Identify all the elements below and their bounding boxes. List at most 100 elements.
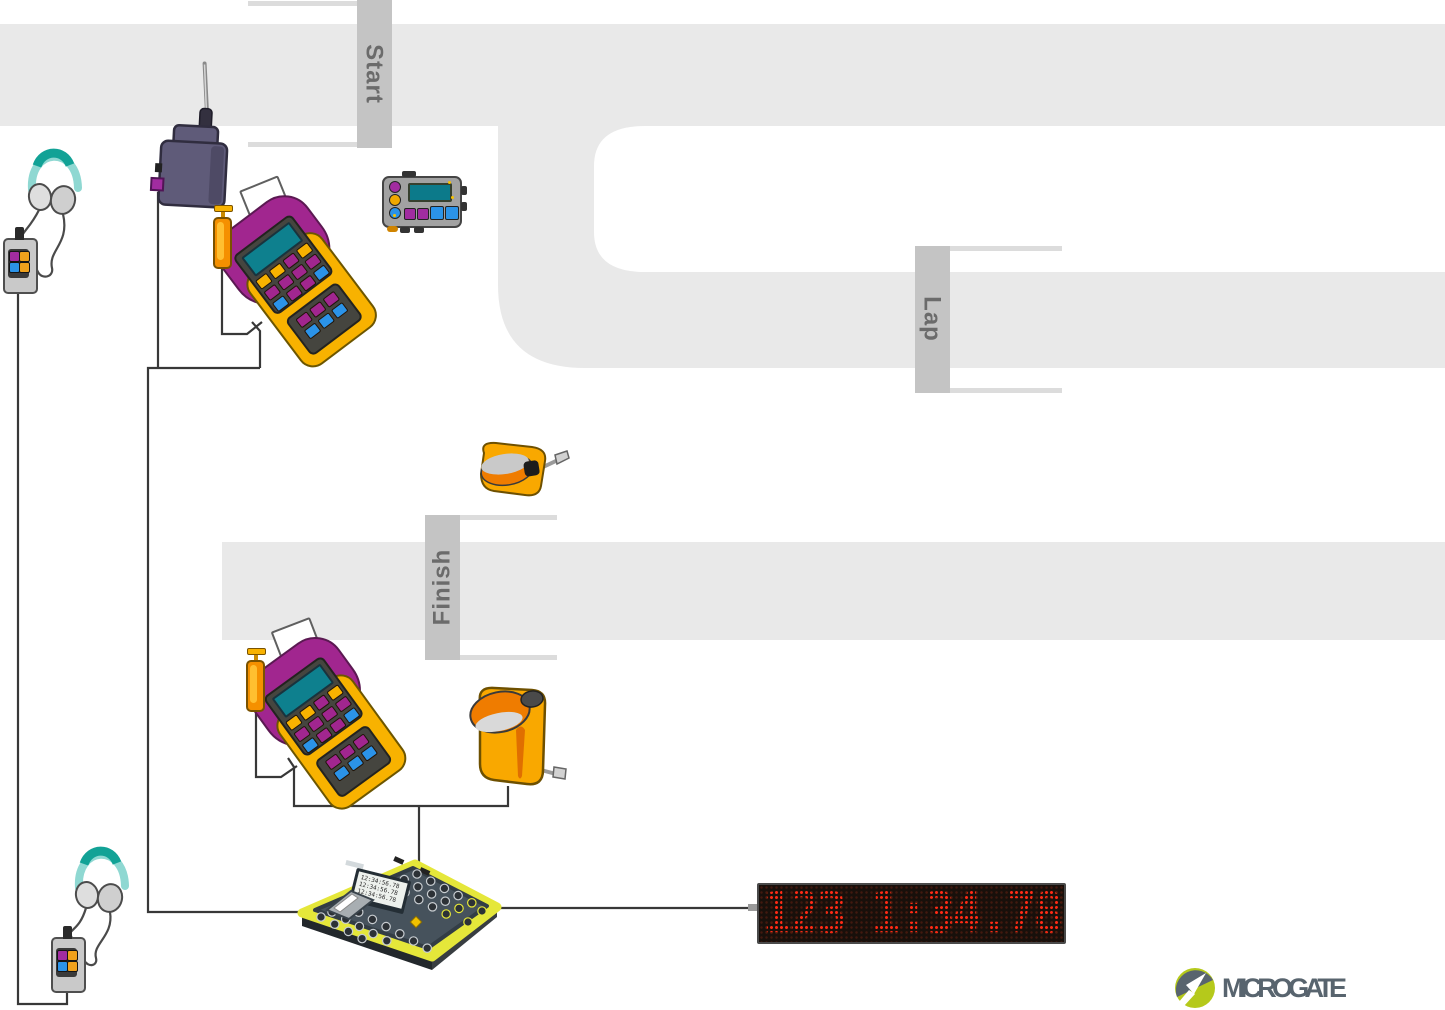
radio-connector — [149, 176, 165, 192]
photocell-lower — [469, 686, 567, 786]
radio-side-shade — [208, 146, 225, 205]
wire-finish-bus — [287, 757, 510, 808]
console-key — [381, 921, 391, 932]
console-key — [413, 881, 423, 892]
console-key — [427, 901, 438, 912]
ear-cup — [27, 183, 53, 211]
console-key — [381, 935, 392, 946]
race-track — [0, 24, 1445, 640]
printer-paper-slot — [333, 893, 359, 913]
lap-banner-bar — [915, 246, 950, 393]
intercom-button — [67, 950, 78, 961]
radio-transmitter — [149, 61, 229, 209]
terminal-round-button — [389, 181, 401, 193]
photocell-knob — [520, 690, 544, 708]
start-banner: Start — [248, 0, 392, 148]
master-console: 12:34:56.78 12:34:56.78 12:34:56.78 — [297, 856, 502, 970]
finish-banner-bar — [425, 515, 460, 660]
console-key — [453, 890, 463, 901]
console-key — [354, 921, 365, 932]
intercom-button — [19, 251, 30, 262]
console-printer — [325, 889, 375, 921]
terminal-tab — [402, 171, 416, 177]
logo-arrow-head — [1186, 973, 1206, 994]
switch-body — [246, 660, 265, 712]
console-key — [413, 894, 424, 905]
indicator-led — [393, 214, 396, 217]
intercom-button — [19, 262, 30, 273]
logo-text: MICROGATE — [1222, 973, 1348, 1003]
intercom-plug — [63, 926, 72, 939]
intercom-plug — [15, 227, 24, 240]
console-key — [394, 928, 405, 939]
led-display: 123 1:34.78 — [757, 883, 1066, 944]
finish-banner: Finish — [425, 515, 557, 660]
console-key — [477, 906, 487, 916]
cables — [16, 192, 754, 1006]
terminal-tab — [400, 227, 410, 233]
screw-head — [552, 766, 567, 780]
intercom-button — [67, 961, 78, 972]
lap-banner-label: Lap — [919, 296, 946, 342]
ear-cup — [96, 883, 124, 913]
gate-line — [248, 142, 358, 147]
radio-port — [154, 163, 163, 173]
intercom-headset-start — [18, 148, 82, 278]
intercom-panel — [8, 249, 30, 278]
switch-plunger — [253, 653, 258, 661]
console-key — [426, 889, 437, 899]
photocell-knob — [523, 460, 540, 477]
wire-timer-start — [251, 321, 262, 368]
photocell-upper — [479, 441, 570, 497]
indicator-led — [448, 181, 451, 184]
terminal-key — [430, 206, 444, 220]
console-key — [425, 876, 436, 886]
gate-line — [950, 246, 1062, 251]
switch-plunger-cap — [247, 648, 266, 655]
console-key — [454, 903, 464, 914]
pole-paddle — [554, 450, 570, 466]
lap-banner: Lap — [915, 246, 1062, 393]
indicator-led — [451, 196, 454, 199]
console-diamond-key — [409, 915, 423, 929]
terminal-key — [404, 208, 416, 220]
console-key — [412, 869, 422, 879]
console-key — [316, 912, 326, 922]
track-finish-straight — [222, 542, 1445, 640]
switch-body — [213, 217, 232, 269]
radio-terminal — [382, 171, 467, 233]
gate-line — [460, 655, 557, 660]
terminal-round-button — [389, 194, 401, 206]
console-key — [408, 936, 419, 946]
hand-switch-finish — [246, 648, 266, 712]
led-connector-stub — [748, 904, 759, 911]
terminal-port — [461, 202, 467, 211]
intercom-box-finish — [51, 926, 86, 993]
console-label — [345, 859, 364, 870]
finish-banner-label: Finish — [429, 549, 456, 626]
wire-switch-finish — [254, 710, 298, 779]
microgate-logo: MICROGATE — [1175, 968, 1348, 1008]
console-key — [439, 883, 450, 894]
wire-intercom-link — [16, 290, 69, 1006]
switch-grip — [250, 665, 257, 703]
intercom-box-start — [3, 227, 38, 294]
wire-start-to-console — [146, 366, 302, 914]
start-banner-bar — [357, 0, 392, 148]
console-key — [368, 928, 378, 939]
console-key — [441, 909, 451, 919]
terminal-lcd — [408, 183, 452, 202]
switch-plunger — [220, 210, 225, 218]
terminal-key — [445, 206, 459, 220]
body-stripe — [516, 726, 525, 779]
ear-cup — [74, 881, 100, 909]
console-key — [466, 897, 477, 908]
console-key — [440, 896, 451, 906]
terminal-round-button — [389, 207, 401, 219]
track-top-straight — [0, 24, 1445, 126]
console-key — [463, 917, 473, 927]
gate-line — [950, 388, 1062, 393]
lens-glint — [475, 711, 523, 733]
switch-plunger-cap — [214, 205, 233, 212]
